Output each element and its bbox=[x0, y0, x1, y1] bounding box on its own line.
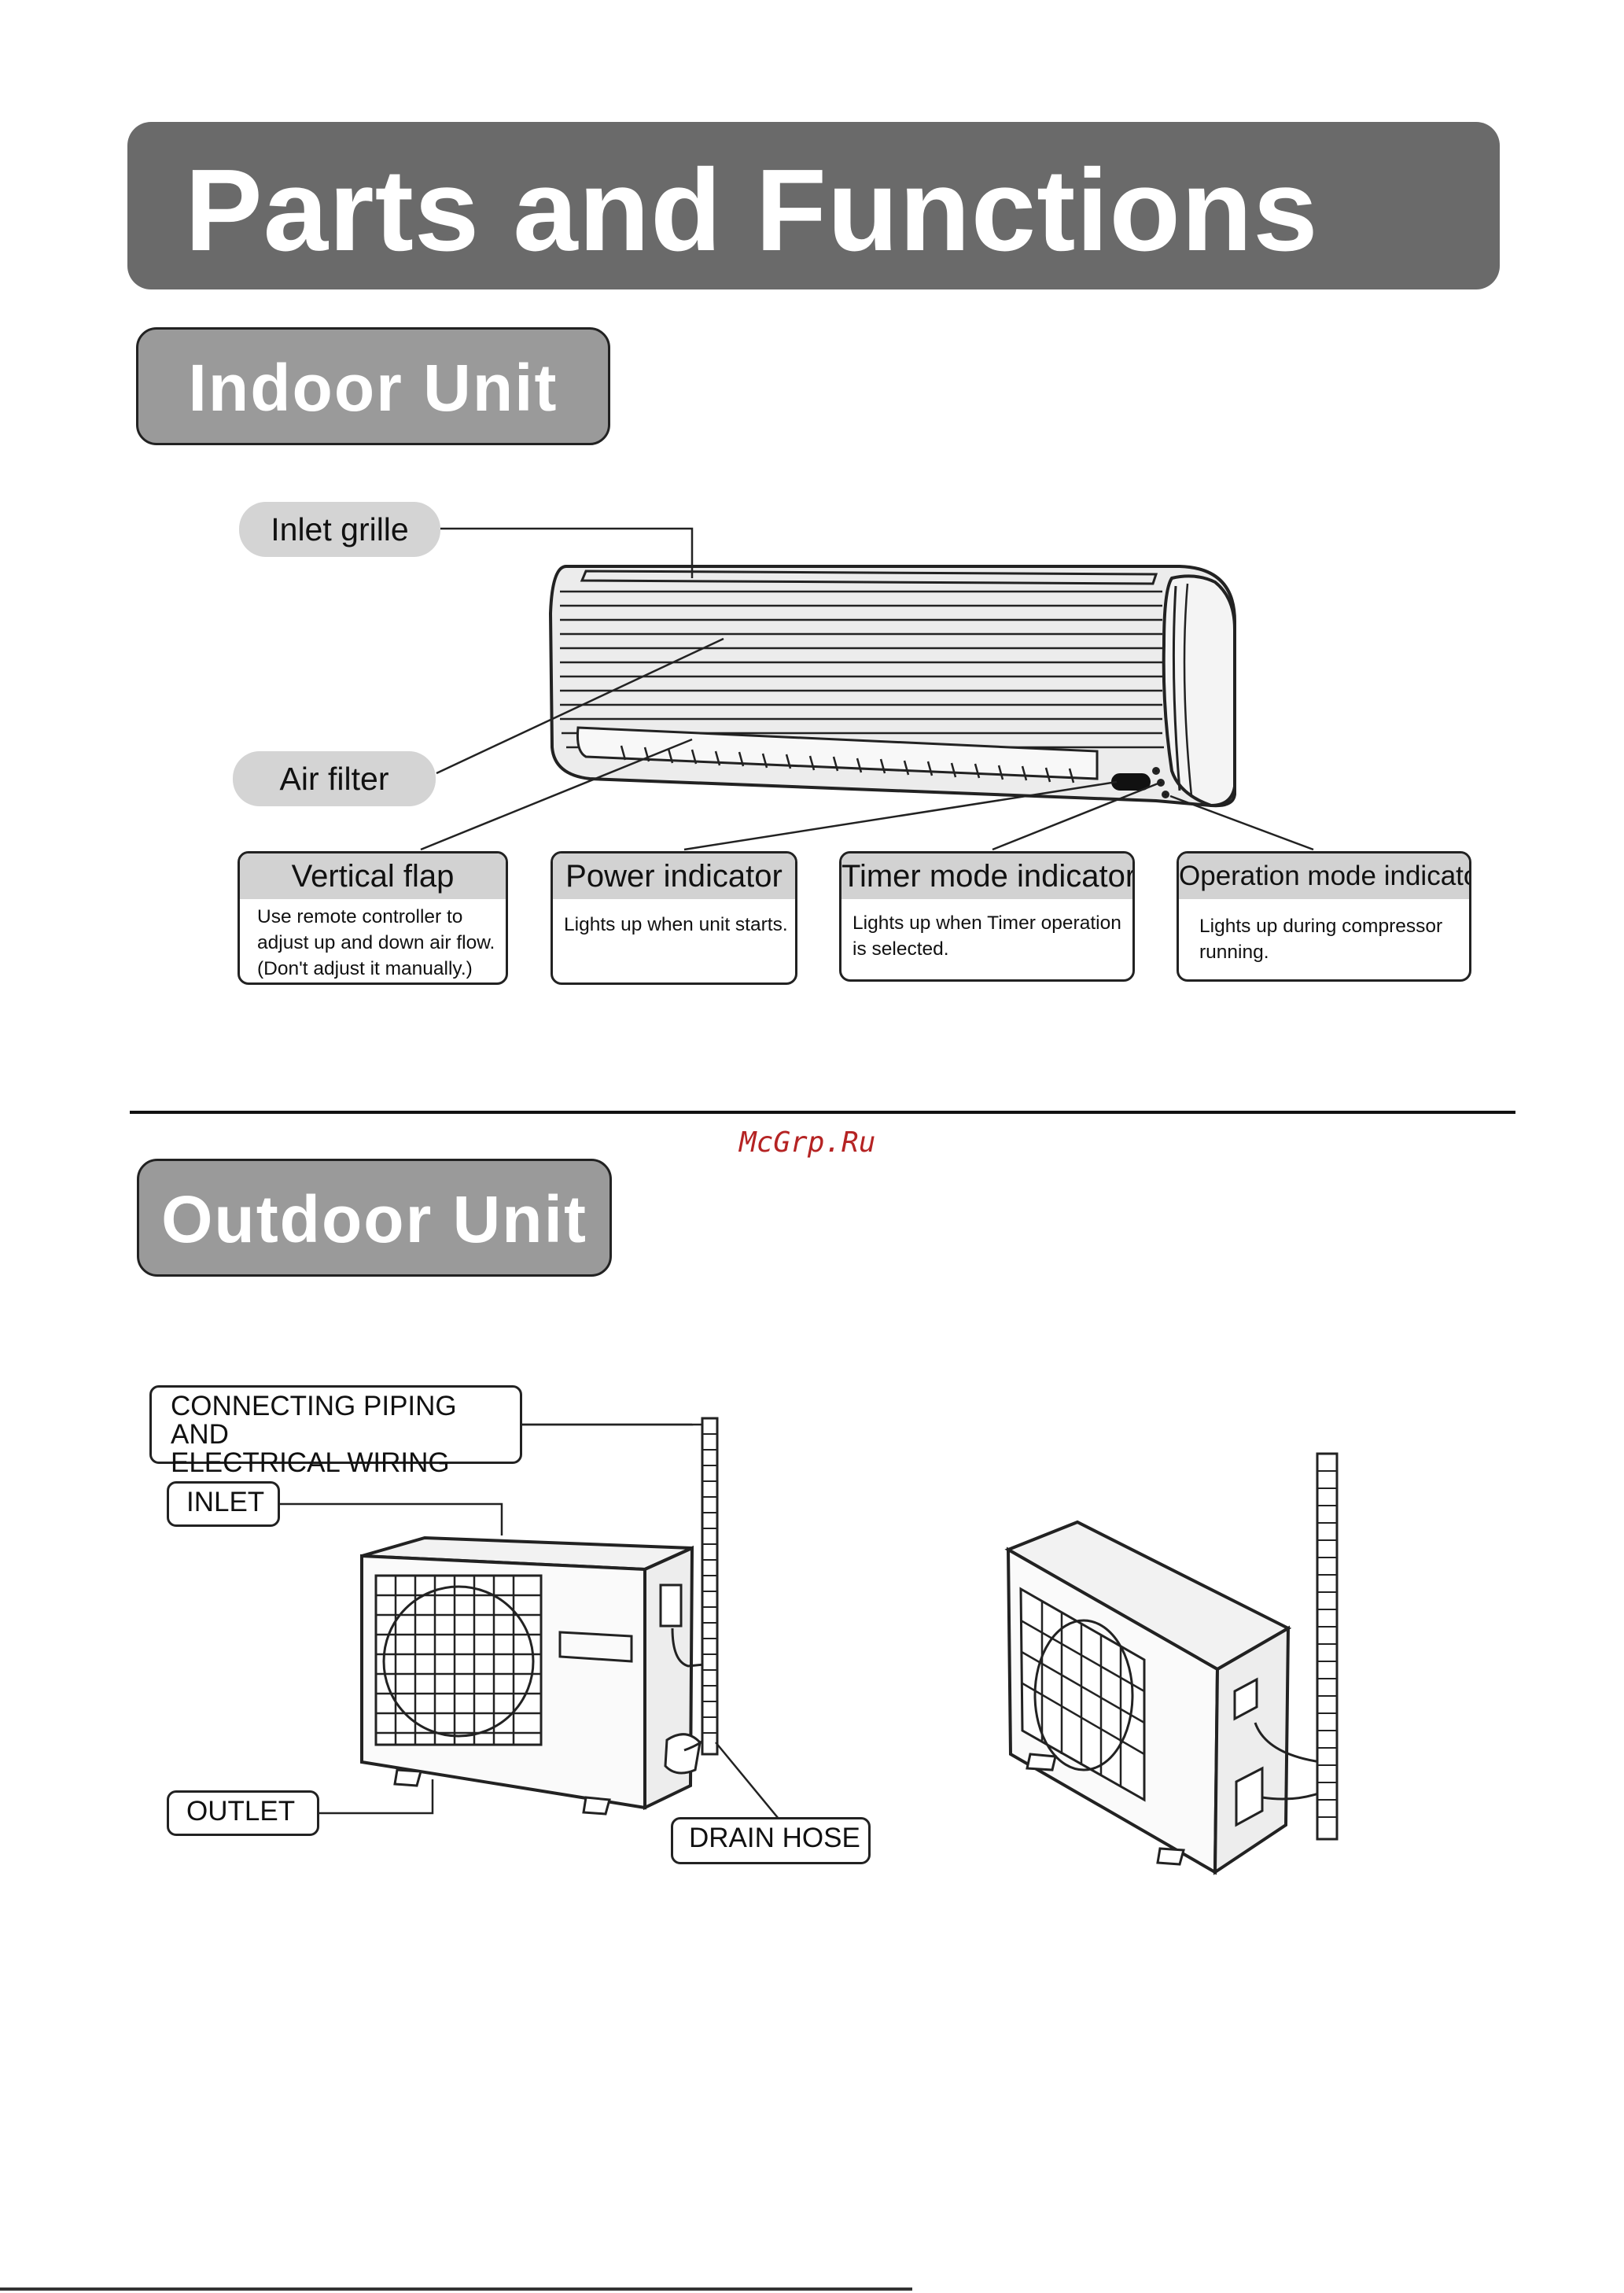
watermark: McGrp.Ru bbox=[739, 1126, 876, 1159]
connecting-piping-label-line1: CONNECTING PIPING AND bbox=[171, 1391, 457, 1450]
footer-rule bbox=[0, 2287, 912, 2291]
power-indicator-description: Lights up when unit starts. bbox=[564, 914, 788, 935]
outdoor-leader-lines bbox=[278, 1423, 779, 1819]
vertical-flap-description: Use remote controller to adjust up and d… bbox=[257, 906, 495, 979]
power-indicator-callout: Power indicator Lights up when unit star… bbox=[551, 851, 797, 985]
drain-hose-label: DRAIN HOSE bbox=[671, 1817, 871, 1864]
indoor-leader-lines bbox=[420, 527, 1314, 851]
inlet-grille-label: Inlet grille bbox=[239, 502, 440, 557]
air-filter-label: Air filter bbox=[233, 751, 436, 806]
outdoor-unit-front-illustration bbox=[360, 1417, 719, 1816]
page-title-banner: Parts and Functions bbox=[127, 122, 1500, 289]
outlet-label: OUTLET bbox=[167, 1790, 319, 1836]
operation-mode-indicator-callout: Operation mode indicator Lights up durin… bbox=[1177, 851, 1471, 982]
connecting-piping-label: CONNECTING PIPING AND ELECTRICAL WIRING bbox=[149, 1385, 522, 1477]
section-divider bbox=[130, 1111, 1515, 1114]
timer-mode-indicator-title: Timer mode indicator bbox=[841, 853, 1132, 899]
page-title: Parts and Functions bbox=[185, 146, 1319, 275]
timer-mode-indicator-description: Lights up when Timer operation is select… bbox=[853, 912, 1121, 960]
vertical-flap-callout: Vertical flap Use remote controller to a… bbox=[238, 851, 508, 985]
outdoor-section-title: Outdoor Unit bbox=[161, 1182, 587, 1256]
indoor-section-tab: Indoor Unit bbox=[136, 327, 610, 445]
connecting-piping-label-line2: ELECTRICAL WIRING bbox=[171, 1447, 450, 1478]
outdoor-section-tab: Outdoor Unit bbox=[137, 1159, 612, 1277]
outdoor-unit-rear-illustration bbox=[1004, 1452, 1339, 1875]
indoor-unit-illustration bbox=[548, 565, 1236, 808]
operation-mode-indicator-title: Operation mode indicator bbox=[1179, 853, 1469, 899]
indoor-section-title: Indoor Unit bbox=[188, 351, 558, 425]
timer-mode-indicator-callout: Timer mode indicator Lights up when Time… bbox=[839, 851, 1135, 982]
vertical-flap-title: Vertical flap bbox=[240, 853, 506, 899]
power-indicator-title: Power indicator bbox=[553, 853, 795, 899]
inlet-label: INLET bbox=[167, 1481, 280, 1527]
operation-mode-indicator-description: Lights up during compressor running. bbox=[1199, 916, 1443, 963]
